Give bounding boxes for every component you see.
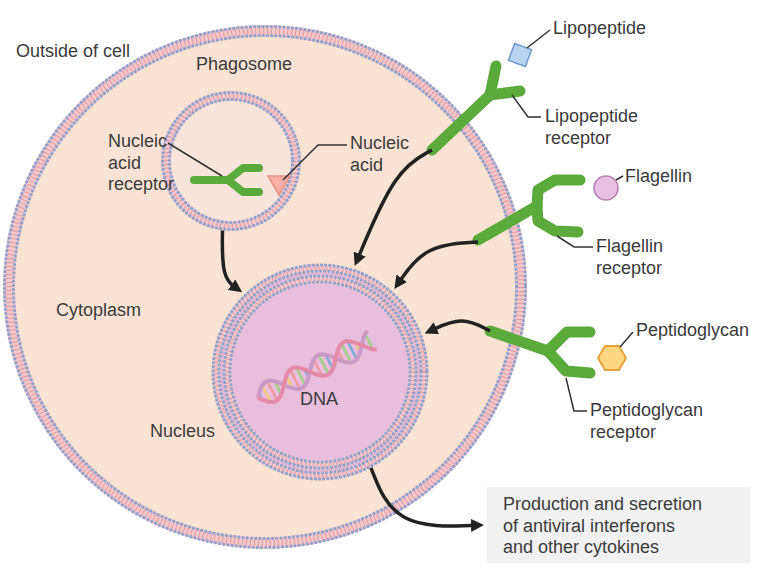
receptor-arm	[228, 180, 259, 192]
ligand-label: Nucleic acid	[350, 133, 420, 176]
peptidoglycan-molecule	[598, 346, 626, 370]
output-text: Production and secretion of antiviral in…	[503, 494, 706, 559]
receptor-arm	[478, 206, 537, 240]
receptor-arm	[490, 331, 548, 351]
receptor-arm	[228, 168, 259, 180]
cell: CytoplasmPhagosomeNucleic acid receptorN…	[2, 24, 528, 550]
dna-label: DNA	[300, 389, 338, 411]
receptor-shape	[478, 170, 580, 242]
leader-line	[557, 236, 593, 247]
membrane-fill	[227, 279, 413, 465]
flagellin-molecule	[594, 176, 618, 200]
nucleus: NucleusDNA	[210, 262, 430, 482]
receptor-shape	[192, 162, 262, 198]
membrane-heads	[170, 100, 293, 223]
receptor-label: Peptidoglycan receptor	[590, 400, 715, 443]
membrane-band	[227, 279, 413, 465]
membrane-heads	[224, 276, 416, 468]
membrane-tails	[216, 268, 424, 476]
receptor: Nucleic acid receptor	[192, 162, 262, 198]
compartment-label: Phagosome	[196, 54, 292, 76]
membrane-band	[9, 31, 521, 543]
receptor-shape	[432, 55, 530, 150]
receptor-arm	[194, 176, 228, 184]
leader-line	[616, 176, 623, 180]
receptor-label: Flagellin receptor	[596, 236, 678, 279]
ligand-label: Lipopeptide	[553, 18, 646, 40]
membrane-heads	[163, 93, 300, 230]
region-label: Cytoplasm	[56, 300, 141, 322]
lipopeptide-molecule	[508, 43, 531, 66]
receptor-arm	[548, 351, 590, 373]
membrane-tails	[166, 96, 296, 226]
phagosome-shape	[160, 90, 302, 232]
nucleus-shape	[210, 262, 430, 482]
membrane-tails	[9, 31, 521, 543]
phagosome: PhagosomeNucleic acid receptor	[160, 90, 302, 232]
receptor-arm	[548, 332, 590, 351]
membrane-band	[216, 268, 424, 476]
ligand-label: Peptidoglycan	[636, 320, 749, 342]
membrane-heads	[5, 27, 526, 548]
ligand-label: Flagellin	[625, 166, 692, 188]
membrane-tails	[227, 279, 413, 465]
receptor: Peptidoglycan receptor	[490, 318, 595, 388]
receptor-label: Nucleic acid receptor	[108, 131, 180, 196]
receptor: Lipopeptide receptor	[432, 55, 530, 150]
receptor-arm	[490, 91, 520, 95]
leader-line	[620, 332, 633, 347]
receptor-shape	[490, 318, 595, 388]
membrane-heads	[213, 265, 427, 479]
leader-line	[566, 378, 587, 411]
receptor: Flagellin receptor	[478, 170, 580, 242]
membrane-fill	[166, 96, 296, 226]
leader-line	[527, 30, 550, 48]
leader-line	[512, 95, 541, 117]
output-box: Production and secretion of antiviral in…	[487, 487, 750, 563]
region-label: Outside of cell	[16, 41, 130, 63]
membrane-fill	[9, 31, 521, 543]
membrane-fill	[216, 268, 424, 476]
receptor-arm	[537, 180, 580, 232]
membrane-heads	[230, 282, 410, 462]
receptor-arm	[432, 95, 490, 150]
membrane-heads	[14, 36, 517, 539]
membrane-heads	[219, 271, 421, 473]
compartment-label: Nucleus	[150, 421, 215, 443]
membrane-band	[166, 96, 296, 226]
receptor-label: Lipopeptide receptor	[545, 106, 645, 149]
